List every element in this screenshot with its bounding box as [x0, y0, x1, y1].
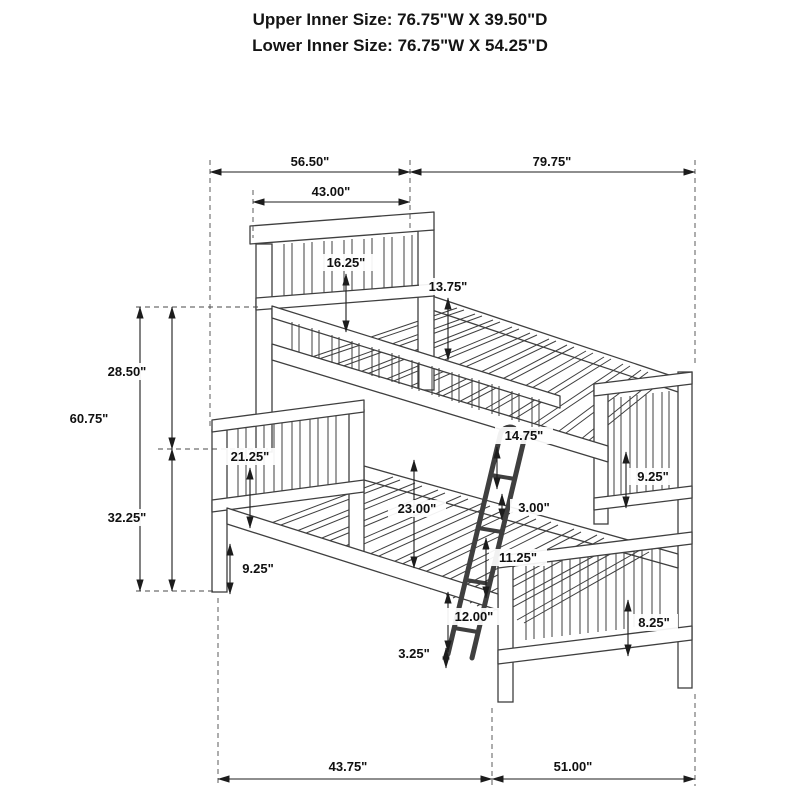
dim-label-bg [317, 254, 375, 271]
dim-label-8-25: 8.25" [638, 615, 669, 630]
dim-label-bg [445, 608, 503, 625]
lower-inner-size-title: Lower Inner Size: 76.75"W X 54.25"D [252, 36, 548, 55]
dim-label-9-25-right: 9.25" [637, 469, 668, 484]
dim-label-32-25: 32.25" [108, 510, 147, 525]
dim-label-bg [97, 509, 157, 526]
lower-footboard-left-post [497, 555, 514, 703]
dim-label-bg [495, 427, 553, 444]
dim-label-3-25: 3.25" [398, 646, 429, 661]
dim-label-9-25-left: 9.25" [242, 561, 273, 576]
ladder-rung-2 [476, 526, 504, 534]
dim-label-bg [419, 278, 477, 295]
dim-label-bg [630, 614, 678, 631]
dim-label-23-00: 23.00" [398, 501, 437, 516]
dim-label-60-75: 60.75" [70, 411, 109, 426]
upper-footboard-bottom-rail [593, 485, 693, 511]
dim-label-28-50: 28.50" [108, 364, 147, 379]
upper-bunk [249, 211, 693, 689]
lower-bunk [211, 399, 693, 703]
dim-label-56-50: 56.50" [291, 154, 330, 169]
dim-label-21-25: 21.25" [231, 449, 270, 464]
dimension-labels: 56.50" 79.75" 43.00" 28.50" 60.75" 32.25… [59, 154, 678, 774]
lower-headboard-bottom-rail [211, 479, 365, 513]
upper-inner-size-title: Upper Inner Size: 76.75"W X 39.50"D [253, 10, 548, 29]
dim-label-bg [234, 560, 282, 577]
ladder-rung-1 [489, 473, 517, 481]
dim-label-bg [59, 410, 119, 427]
dim-label-12-00: 12.00" [455, 609, 494, 624]
lower-headboard-cap [211, 399, 365, 433]
dim-label-51-00: 51.00" [554, 759, 593, 774]
upper-footboard-cap [593, 371, 693, 397]
lower-footboard-slats [525, 548, 661, 640]
dim-label-13-75: 13.75" [429, 279, 468, 294]
dimension-lines [136, 168, 696, 783]
extension-lines [136, 160, 696, 786]
dim-label-79-75: 79.75" [533, 154, 572, 169]
dim-label-11-25: 11.25" [499, 550, 537, 565]
dim-label-bg [390, 645, 438, 662]
dim-label-bg [388, 500, 446, 517]
dim-label-bg [510, 499, 558, 515]
lower-footboard-bottom-rail [497, 625, 693, 665]
dim-label-bg [97, 363, 157, 380]
dim-label-bg [221, 448, 279, 465]
dim-label-14-75: 14.75" [505, 428, 544, 443]
right-corner-post [677, 371, 693, 689]
dim-label-16-25: 16.25" [327, 255, 366, 270]
upper-headboard-mid-rail [255, 283, 435, 311]
upper-headboard-cap [249, 211, 435, 245]
dim-label-43-00: 43.00" [312, 184, 351, 199]
dim-label-bg [489, 549, 547, 566]
upper-footboard-slats [613, 391, 670, 496]
dim-label-43-75: 43.75" [329, 759, 368, 774]
dim-label-bg [629, 468, 677, 485]
ladder-rung-4 [452, 626, 480, 634]
upper-guard-slats [291, 322, 540, 429]
dim-label-3-00: 3.00" [518, 500, 549, 515]
